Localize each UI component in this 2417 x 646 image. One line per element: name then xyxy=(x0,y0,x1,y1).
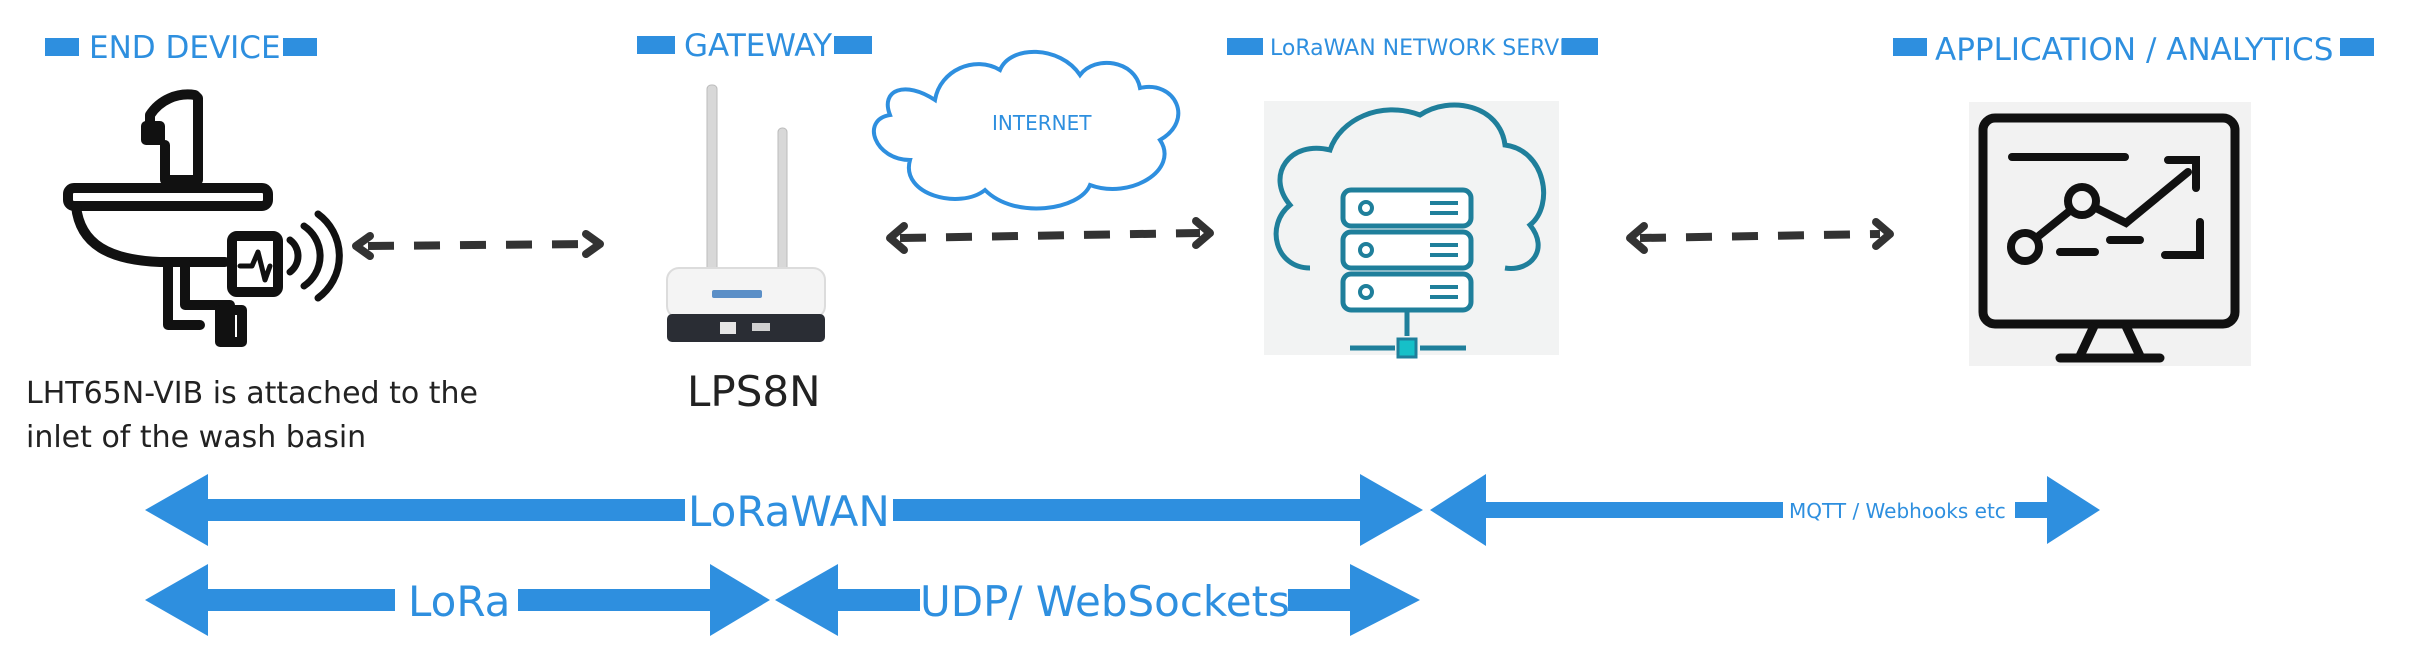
flow-arrow-lorawan: LoRaWAN xyxy=(145,474,1423,546)
server-rack xyxy=(1340,187,1474,359)
header-application-text: APPLICATION / ANALYTICS xyxy=(1935,32,2333,68)
header-application: APPLICATION / ANALYTICS xyxy=(1893,32,2374,68)
gateway-device-image xyxy=(666,84,826,342)
header-bar-left xyxy=(637,36,675,54)
header-network-server: LoRaWAN NETWORK SERVER xyxy=(1227,36,1598,61)
header-gateway-text: GATEWAY xyxy=(684,28,832,64)
header-bar-right xyxy=(2340,38,2374,56)
flow-arrow-lora: LoRa xyxy=(145,564,770,636)
device-caption-line2: inlet of the wash basin xyxy=(26,420,366,455)
header-bar-right xyxy=(834,36,872,54)
internet-cloud: INTERNET xyxy=(871,49,1181,211)
arrow-device-gateway xyxy=(352,230,604,260)
header-bar-left xyxy=(45,38,79,56)
flow-label-lorawan: LoRaWAN xyxy=(688,487,890,536)
flow-arrow-udp: UDP/ WebSockets xyxy=(775,564,1420,636)
analytics-monitor-icon xyxy=(1969,102,2251,366)
header-gateway: GATEWAY xyxy=(637,28,872,64)
flow-label-udp: UDP/ WebSockets xyxy=(920,577,1290,626)
header-end-device-text: END DEVICE xyxy=(89,30,281,66)
header-bar-left xyxy=(1893,38,1927,56)
flow-label-mqtt: MQTT / Webhooks etc xyxy=(1789,499,2006,523)
header-bar-right xyxy=(1562,38,1598,55)
wash-basin-icon xyxy=(63,89,343,347)
gateway-name: LPS8N xyxy=(687,367,821,416)
network-server-icon xyxy=(1264,101,1559,359)
flow-label-lora: LoRa xyxy=(408,577,510,626)
arrow-gateway-server xyxy=(886,217,1214,254)
internet-label: INTERNET xyxy=(992,111,1092,135)
arrow-server-application xyxy=(1626,218,1894,254)
header-bar-left xyxy=(1227,38,1263,55)
header-network-server-text: LoRaWAN NETWORK SERVER xyxy=(1270,36,1588,61)
header-bar-right xyxy=(283,38,317,56)
flow-arrow-mqtt: MQTT / Webhooks etc xyxy=(1430,474,2100,546)
device-caption-line1: LHT65N-VIB is attached to the xyxy=(26,376,478,411)
header-end-device: END DEVICE xyxy=(45,30,317,66)
